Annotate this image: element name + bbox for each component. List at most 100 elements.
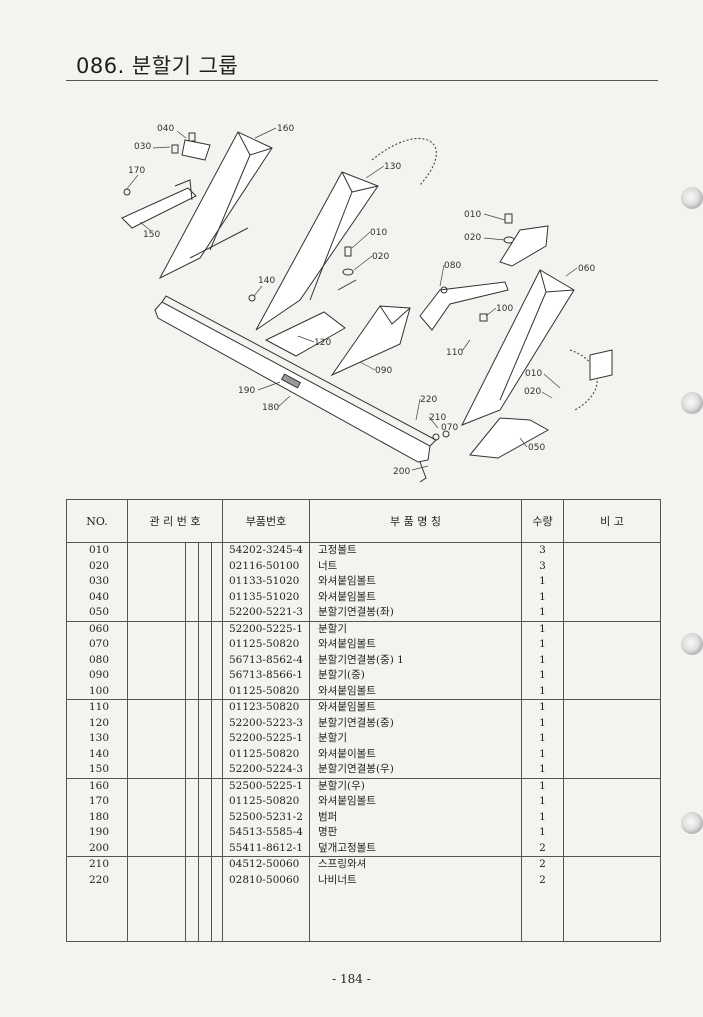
header-part-name: 부 품 명 칭 [309, 499, 522, 543]
part-quantity: 1 [539, 684, 546, 697]
svg-text:010: 010 [370, 228, 387, 238]
part-number: 52200-5225-1 [229, 732, 303, 744]
part-number: 56713-8562-4 [229, 653, 303, 666]
binder-hole-icon [681, 812, 703, 834]
management-number-cell [127, 542, 223, 622]
remark-cell [563, 621, 661, 700]
header-remark: 비 고 [563, 499, 661, 543]
management-subcolumn-divider [198, 621, 199, 699]
part-name: 고정볼트 [318, 544, 357, 556]
svg-text:170: 170 [128, 166, 145, 176]
management-subcolumn-divider [185, 778, 186, 856]
part-ref-number: 010 [89, 544, 110, 556]
part-number: 55411-8612-1 [229, 841, 303, 854]
binder-hole-icon [681, 633, 703, 655]
svg-text:100: 100 [496, 304, 513, 314]
svg-text:160: 160 [277, 124, 294, 134]
management-subcolumn-divider [211, 700, 212, 778]
part-quantity: 1 [539, 622, 546, 635]
part-name: 분할기 [318, 622, 347, 635]
svg-text:040: 040 [157, 124, 174, 134]
part-name: 와셔붙임볼트 [318, 684, 376, 697]
remark-cell [563, 542, 661, 622]
part-quantity: 1 [539, 716, 546, 729]
management-subcolumn-divider [185, 543, 186, 621]
part-number: 01125-50820 [229, 795, 300, 807]
management-subcolumn-divider [185, 621, 186, 699]
part-ref-number: 150 [89, 763, 110, 775]
svg-text:080: 080 [444, 261, 461, 271]
part-ref-number: 180 [89, 810, 110, 823]
header-quantity: 수량 [521, 499, 564, 543]
part-quantity: 1 [539, 638, 546, 650]
bolt-parts-010-020-right [499, 213, 549, 267]
part-ref-number: 220 [89, 873, 110, 886]
svg-text:030: 030 [134, 142, 151, 152]
part-ref-number: 110 [89, 701, 110, 713]
part-name: 와셔붙임볼트 [318, 638, 376, 650]
binder-hole-icon [681, 392, 703, 414]
svg-text:190: 190 [238, 386, 255, 396]
svg-text:020: 020 [464, 233, 481, 243]
part-quantity: 3 [539, 559, 546, 572]
part-number: 52200-5223-3 [229, 716, 303, 729]
part-quantity: 1 [539, 732, 546, 744]
part-ref-number: 080 [89, 653, 110, 666]
part-ref-number: 190 [89, 826, 110, 838]
svg-text:020: 020 [524, 387, 541, 397]
svg-text:050: 050 [528, 443, 545, 453]
part-number: 56713-8566-1 [229, 669, 303, 681]
part-name: 범퍼 [318, 810, 338, 823]
header-no: NO. [66, 499, 128, 543]
part-quantity: 1 [539, 826, 546, 838]
divider-part-160 [158, 131, 273, 280]
management-subcolumn-divider [211, 543, 212, 621]
part-name: 와셔붙임볼트 [318, 701, 376, 713]
divider-part-090 [330, 305, 411, 377]
part-quantity: 1 [539, 763, 546, 775]
part-number: 52200-5224-3 [229, 763, 303, 775]
management-subcolumn-divider [185, 857, 186, 941]
svg-text:180: 180 [262, 403, 279, 413]
part-name: 분할기연결봉(중) [318, 716, 394, 729]
header-part-number: 부품번호 [222, 499, 310, 543]
svg-text:220: 220 [420, 395, 437, 405]
management-subcolumn-divider [198, 857, 199, 941]
part-name: 명판 [318, 826, 338, 838]
part-quantity: 1 [539, 810, 546, 823]
part-name: 분할기 [318, 732, 347, 744]
management-subcolumn-divider [198, 543, 199, 621]
exploded-parts-diagram: 040 030 170 150 160 130 010 020 140 120 … [121, 124, 613, 483]
part-quantity: 1 [539, 747, 546, 760]
part-name: 분할기(중) [318, 669, 365, 681]
part-ref-number: 120 [89, 716, 110, 729]
part-ref-number: 040 [89, 590, 110, 603]
part-quantity: 1 [539, 795, 546, 807]
part-ref-number: 090 [89, 669, 110, 681]
part-ref-number: 060 [89, 622, 110, 635]
part-name: 스프링와셔 [318, 858, 367, 870]
part-quantity: 1 [539, 669, 546, 681]
part-name: 나비너트 [318, 873, 357, 886]
management-number-cell [127, 699, 223, 779]
part-number: 54513-5585-4 [229, 826, 303, 838]
svg-text:010: 010 [525, 369, 542, 379]
title-divider [66, 80, 658, 81]
bracket-part-150 [121, 179, 197, 229]
part-number: 54202-3245-4 [229, 544, 303, 556]
